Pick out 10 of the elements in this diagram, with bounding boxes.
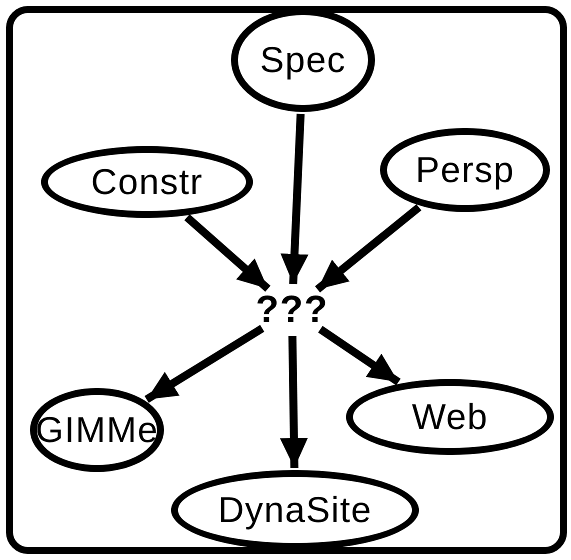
node-text: Spec	[260, 42, 346, 78]
node-text: GIMMe	[36, 412, 159, 448]
arrow	[144, 324, 264, 403]
node-text: DynaSite	[218, 492, 372, 528]
arrow	[280, 336, 308, 468]
node-text: Web	[412, 399, 488, 435]
node-text: Persp	[415, 152, 515, 188]
arrow	[280, 114, 308, 284]
node-label: ???	[256, 291, 328, 329]
node-text: Constr	[90, 164, 204, 200]
